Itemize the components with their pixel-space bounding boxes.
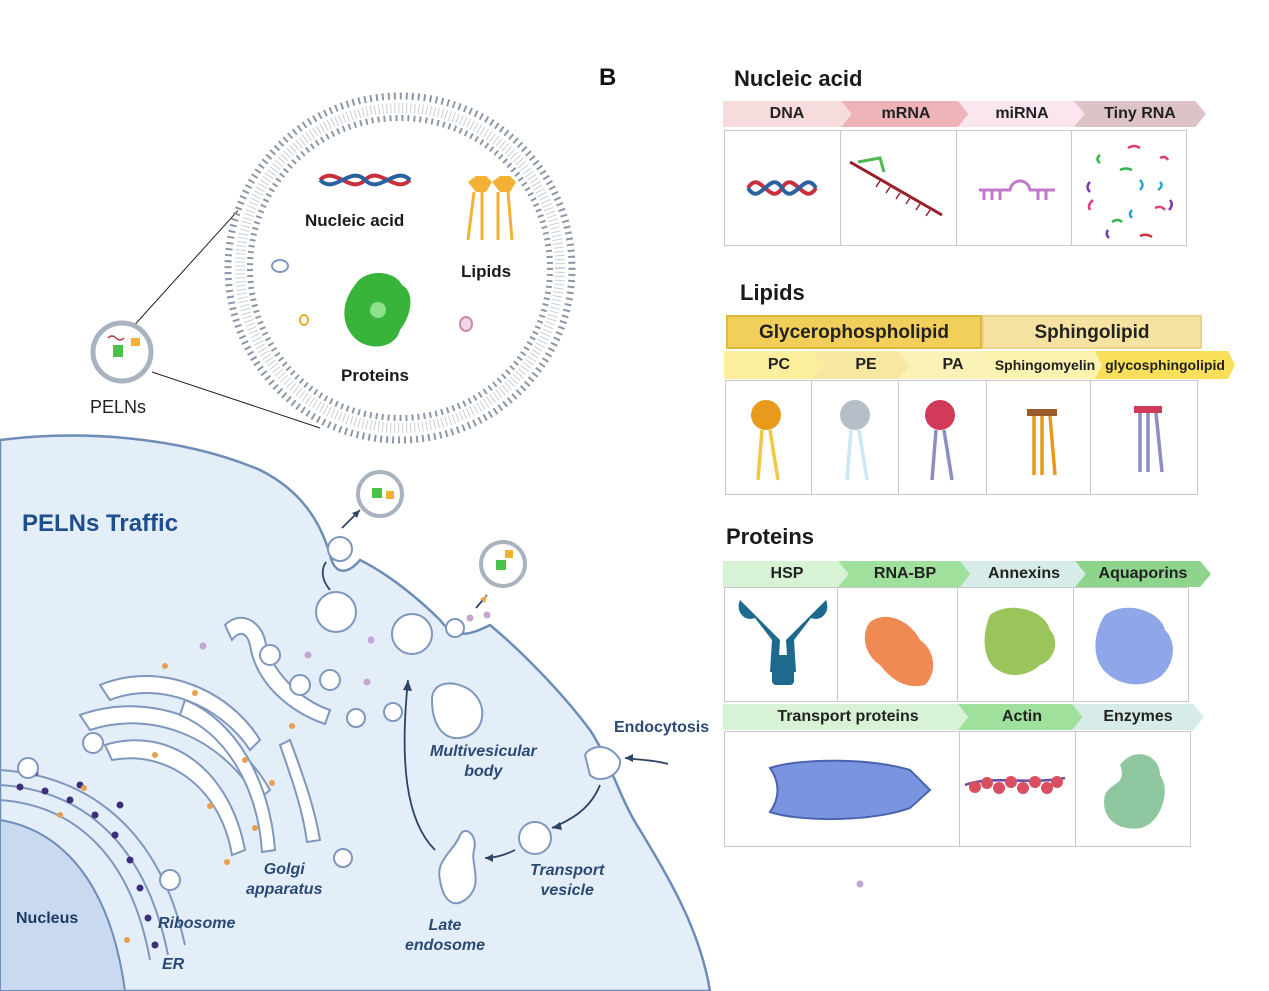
ribosome-label: Ribosome xyxy=(158,915,236,932)
vesicle-label-lipids: Lipids xyxy=(461,262,512,281)
transport-proteins-cell xyxy=(724,731,960,847)
multivesicular-body-label: Multivesicular body xyxy=(430,743,537,780)
er-label: ER xyxy=(162,956,185,973)
enzymes-cell xyxy=(1075,731,1191,847)
late-endosome-label: Late endosome xyxy=(405,917,486,954)
protein-item-enzymes: Enzymes xyxy=(1072,704,1204,730)
pc-cell xyxy=(725,380,812,495)
endocytic-pit xyxy=(583,746,622,780)
pathway-arrowheads xyxy=(352,510,633,862)
vesicle-label-nucleic-acid: Nucleic acid xyxy=(305,211,405,230)
actin-cell xyxy=(959,731,1076,847)
sphingomyelin-cell xyxy=(986,380,1091,495)
pathway-arrows xyxy=(321,509,669,859)
pelns-small-vesicle xyxy=(90,174,321,429)
pa-cell xyxy=(898,380,987,495)
nucleus xyxy=(0,818,127,991)
golgi-cargo xyxy=(57,663,295,943)
protein-item-hsp: HSP xyxy=(723,561,851,587)
left-edge-bar xyxy=(0,652,5,696)
hsp-cell xyxy=(724,587,838,702)
endocytosis-label: Endocytosis xyxy=(614,719,710,736)
lipids-title: Lipids xyxy=(740,280,805,305)
protein-item-transport-proteins: Transport proteins xyxy=(723,704,973,730)
traffic-title: PELNs Traffic xyxy=(22,510,179,537)
annexins-cell xyxy=(957,587,1074,702)
mrna-cell xyxy=(840,130,957,246)
nucleic-acid-title: Nucleic acid xyxy=(734,66,863,91)
lipid-item-sphingomyelin: Sphingomyelin xyxy=(984,351,1106,379)
endosome-pathway xyxy=(315,536,552,905)
nucleic-acid-item-mirna: miRNA xyxy=(958,101,1086,127)
protein-item-rna-bp: RNA-BP xyxy=(838,561,972,587)
pe-cell xyxy=(811,380,899,495)
nucleus-label: Nucleus xyxy=(16,910,79,927)
lipid-group-sphingolipid: Sphingolipid xyxy=(982,315,1202,349)
lipid-icon xyxy=(466,176,516,241)
protein-item-actin: Actin xyxy=(958,704,1086,730)
nucleic-acid-item-dna: DNA xyxy=(723,101,851,127)
aquaporins-cell xyxy=(1073,587,1189,702)
panel-b-label: B xyxy=(599,64,617,91)
nucleic-acid-item-mrna: mRNA xyxy=(841,101,971,127)
small-vesicles xyxy=(17,644,403,891)
pelns-label: PELNs xyxy=(90,397,147,417)
golgi-stacks xyxy=(78,616,332,857)
tiny-rna-cell xyxy=(1071,130,1187,246)
protein-item-annexins: Annexins xyxy=(960,561,1088,587)
protein-item-aquaporins: Aquaporins xyxy=(1075,561,1211,587)
lipid-item-pa: PA xyxy=(898,351,998,379)
glycosphingolipid-cell xyxy=(1090,380,1198,495)
lipid-item-pc: PC xyxy=(724,351,834,379)
released-vesicles xyxy=(356,470,527,588)
protein-icon xyxy=(344,272,411,347)
proteins-title: Proteins xyxy=(726,524,815,549)
lipid-group-glycerophospholipid: Glycerophospholipid xyxy=(726,315,982,349)
transport-vesicle-label: Transport vesicle xyxy=(530,862,605,899)
lipid-item-glycosphingolipid: glycosphingolipid xyxy=(1095,351,1235,379)
nucleic-acid-item-tiny-rna: Tiny RNA xyxy=(1074,101,1206,127)
mirna-cell xyxy=(956,130,1072,246)
dna-cell xyxy=(724,130,841,246)
golgi-label: Golgi apparatus xyxy=(246,861,323,898)
rna-bp-cell xyxy=(837,587,958,702)
big-vesicle xyxy=(224,92,576,444)
dna-icon xyxy=(318,173,412,187)
vesicle-label-proteins: Proteins xyxy=(341,366,410,385)
